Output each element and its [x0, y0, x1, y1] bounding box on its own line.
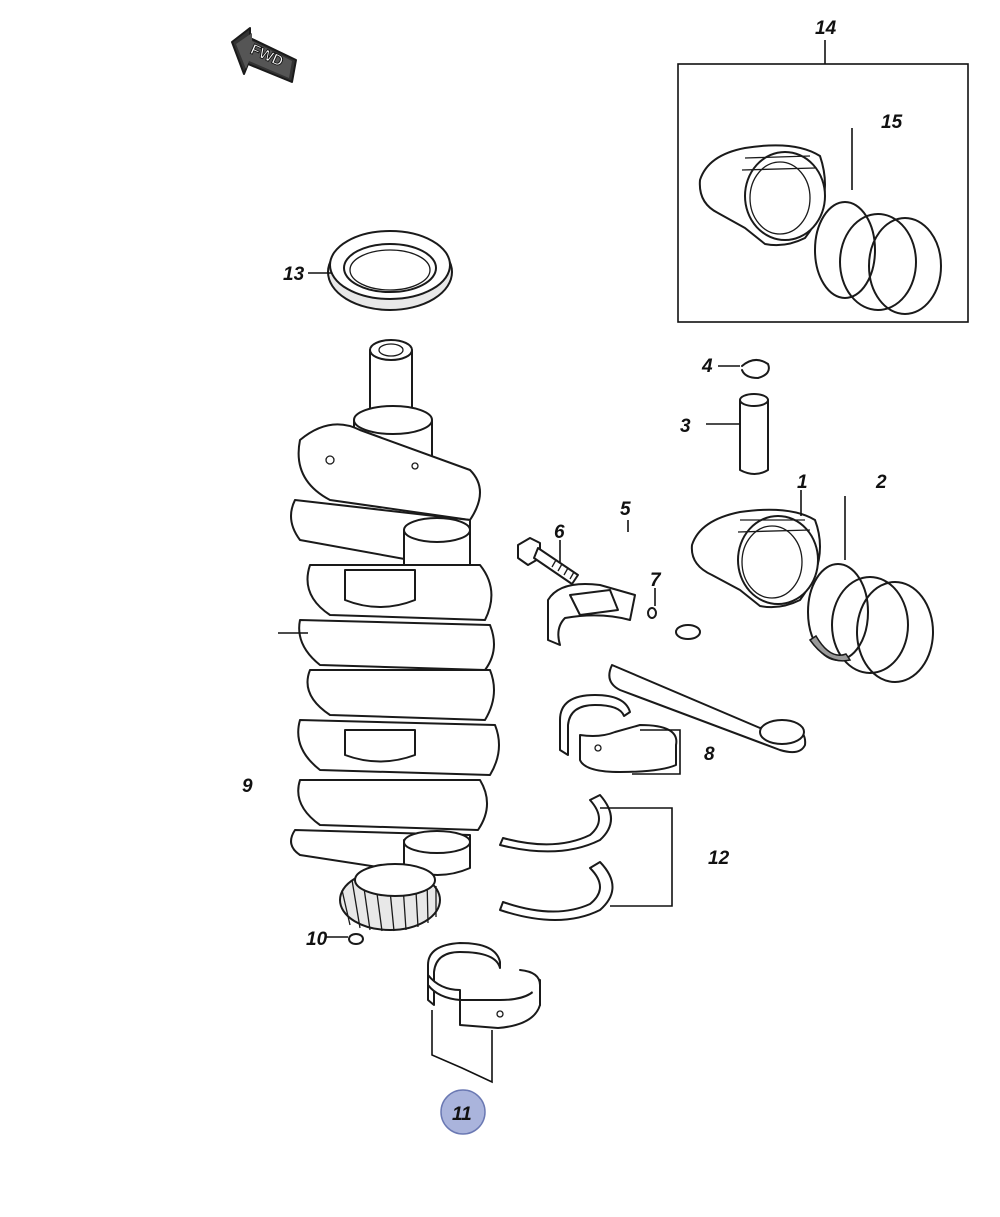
callout-15[interactable]: 15 [881, 112, 903, 133]
callout-7[interactable]: 7 [650, 570, 662, 591]
selected-callout-highlight[interactable] [440, 1089, 486, 1135]
callout-11[interactable]: 11 [452, 1104, 472, 1125]
callout-8[interactable]: 8 [704, 744, 715, 765]
callout-2[interactable]: 2 [875, 472, 887, 493]
callout-12[interactable]: 12 [708, 848, 730, 869]
callout-14[interactable]: 14 [815, 18, 837, 39]
crankshaft[interactable] [290, 339, 500, 932]
callout-4[interactable]: 4 [701, 356, 713, 377]
callout-13[interactable]: 13 [283, 264, 305, 285]
dowel-pin[interactable] [647, 607, 657, 619]
thrust-washer[interactable] [499, 794, 614, 921]
callout-labels: 14 15 13 4 3 1 2 5 6 7 8 9 10 12 11 [242, 18, 903, 1125]
callout-5[interactable]: 5 [620, 499, 631, 520]
forward-direction-arrow: FWD [231, 27, 297, 83]
piston-pin-circlip[interactable] [741, 359, 770, 379]
leader-lines [278, 40, 853, 1084]
connecting-rod[interactable] [547, 583, 807, 754]
piston[interactable] [690, 508, 821, 609]
crank-journal-bearing[interactable] [427, 942, 541, 1029]
piston-pin[interactable] [739, 393, 769, 475]
callout-1[interactable]: 1 [797, 472, 808, 493]
conrod-bearing[interactable] [559, 694, 678, 773]
piston-kit-box[interactable] [677, 63, 969, 323]
oil-seal[interactable] [327, 230, 453, 311]
callout-6[interactable]: 6 [554, 522, 565, 543]
callout-10[interactable]: 10 [306, 929, 328, 950]
callout-3[interactable]: 3 [680, 416, 691, 437]
callout-9[interactable]: 9 [242, 776, 253, 797]
crankshaft-pin[interactable] [348, 933, 364, 945]
conrod-bolt[interactable] [517, 537, 579, 585]
piston-ring-set[interactable] [807, 563, 934, 683]
